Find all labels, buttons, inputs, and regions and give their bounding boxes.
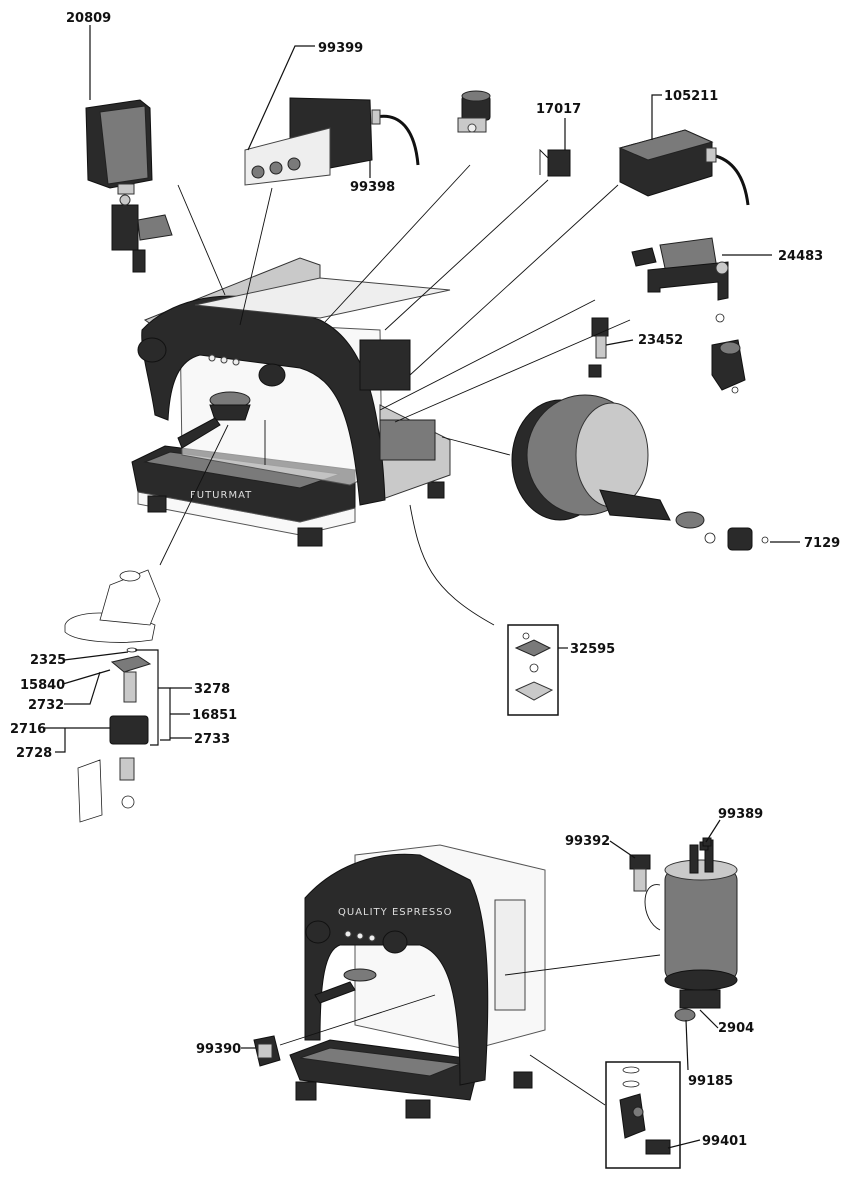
label-15840: 15840 [20,678,65,693]
label-2904: 2904 [718,1021,754,1036]
label-99398: 99398 [350,180,395,195]
machine-top-brand: FUTURMAT [190,490,252,501]
label-17017: 17017 [536,102,581,117]
part-20809-motor [85,99,173,273]
label-99185: 99185 [688,1074,733,1089]
label-99392: 99392 [565,834,610,849]
label-16851: 16851 [192,708,237,723]
label-2716: 2716 [10,722,46,737]
label-2325: 2325 [30,653,66,668]
label-99390: 99390 [196,1042,241,1057]
part-labels: 20809 99399 99398 17017 105211 24483 234… [10,11,840,1149]
label-105211: 105211 [664,89,718,104]
leader-lines [44,25,800,1149]
part-105211-module [618,129,750,206]
label-24483: 24483 [778,249,823,264]
part-solenoid-stack [77,647,152,823]
label-3278: 3278 [194,682,230,697]
label-32595: 32595 [570,642,615,657]
part-32595-box [507,624,559,716]
part-boiler-vertical [629,837,738,1022]
label-7129: 7129 [804,536,840,551]
label-99401: 99401 [702,1134,747,1149]
part-23452-valve [588,317,609,378]
part-24483-pump [631,237,746,394]
part-99399-control-board [244,97,420,186]
part-solenoid-valve [457,90,491,133]
part-99390-switch [253,1035,281,1067]
label-2733: 2733 [194,732,230,747]
label-23452: 23452 [638,333,683,348]
label-99389: 99389 [718,807,763,822]
espresso-machine-bottom: QUALITY ESPRESSO [289,844,546,1119]
part-17017-switch [539,148,571,177]
label-20809: 20809 [66,11,111,26]
espresso-machine-top: FUTURMAT [131,257,451,547]
part-boiler [511,394,769,551]
label-2728: 2728 [16,746,52,761]
part-group-cover [64,569,161,643]
part-99401-box [605,1061,681,1169]
machine-bottom-brand: QUALITY ESPRESSO [338,907,452,918]
label-99399: 99399 [318,41,363,56]
label-2732: 2732 [28,698,64,713]
